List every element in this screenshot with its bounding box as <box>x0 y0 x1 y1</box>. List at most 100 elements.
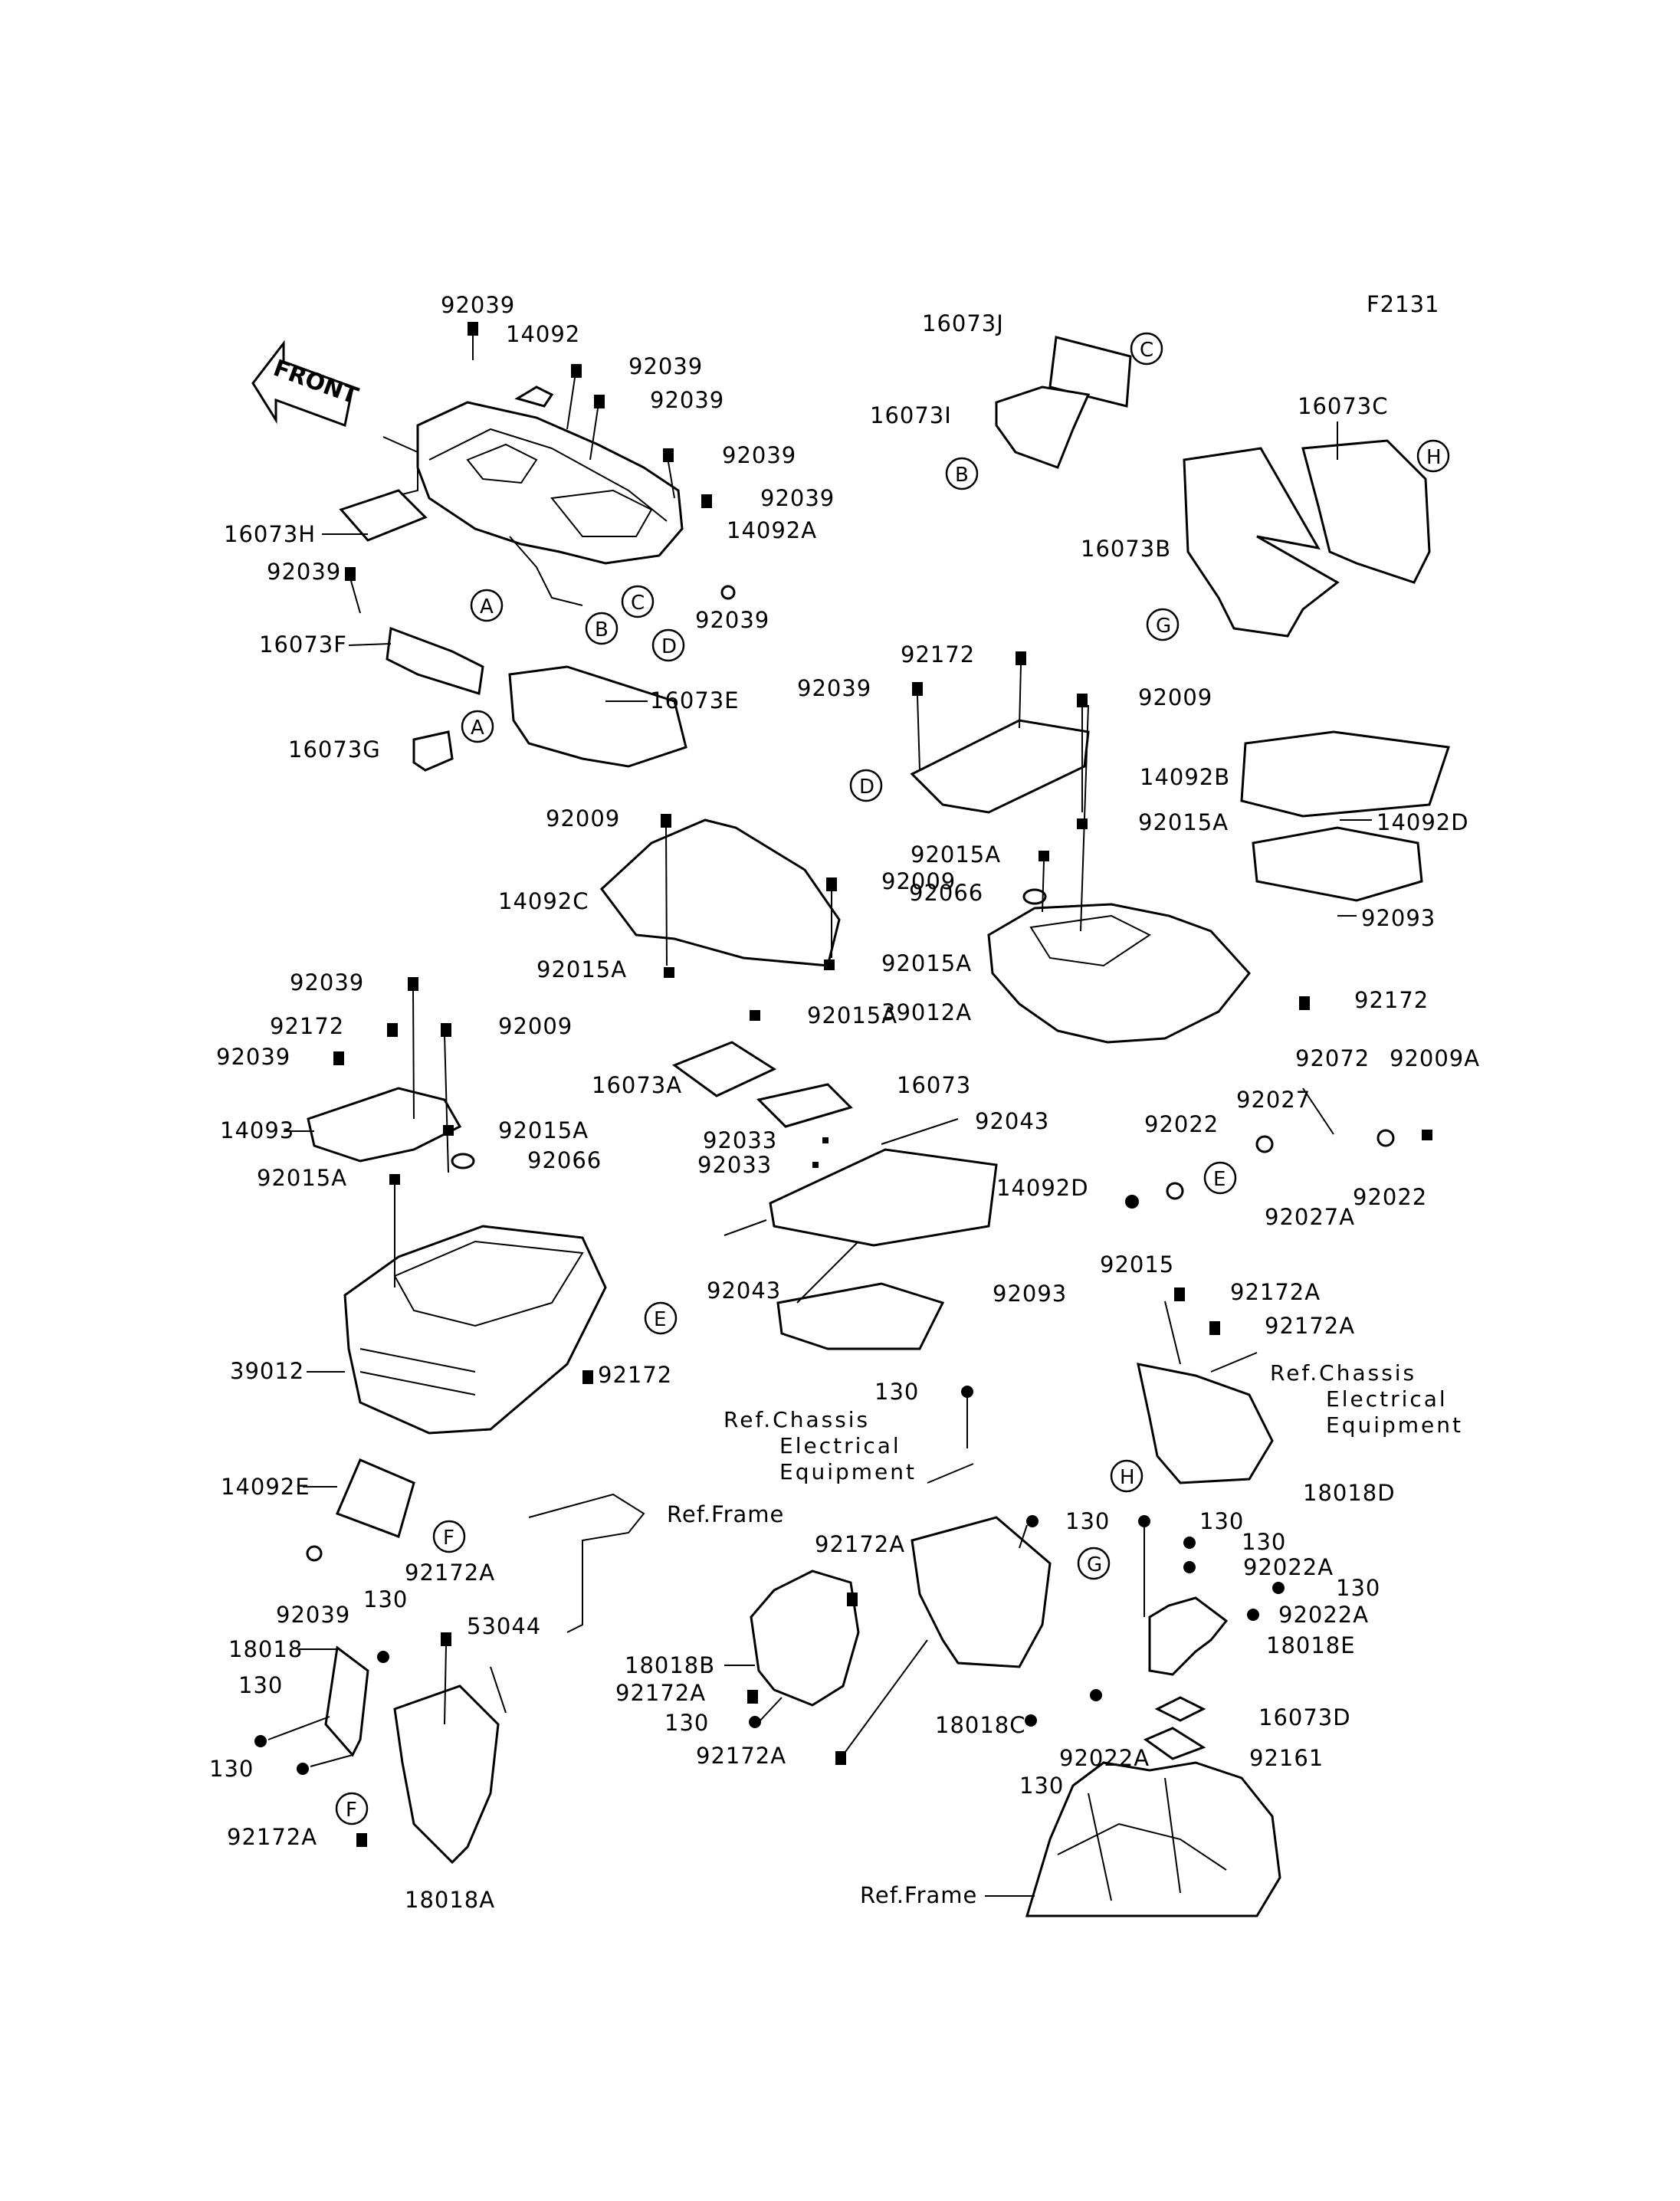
label-14092C: 14092C <box>498 888 589 914</box>
nut-icon <box>1125 1195 1139 1209</box>
label-92039-a: 92039 <box>628 353 703 379</box>
svg-text:Equipment: Equipment <box>779 1459 917 1484</box>
label-92039-h: 92039 <box>290 969 364 996</box>
svg-text:F: F <box>443 1527 454 1550</box>
label-18018E: 18018E <box>1266 1632 1356 1658</box>
strap-icon <box>927 1463 974 1484</box>
label-92093-a: 92093 <box>1361 905 1436 931</box>
ref-chassis-2: Ref.Chassis Electrical Equipment <box>724 1407 917 1484</box>
label-16073C: 16073C <box>1298 393 1389 419</box>
washer-icon <box>1166 1182 1184 1200</box>
part-18018E <box>1148 1596 1229 1676</box>
bolt-icon <box>1174 1287 1185 1301</box>
part-16073J <box>1048 336 1132 408</box>
bolt-icon <box>664 967 674 978</box>
part-16073G <box>412 730 454 772</box>
spring-92072 <box>1302 1087 1334 1135</box>
label-ref-frame-2: Ref.Frame <box>860 1882 977 1908</box>
label-130-h: 130 <box>1242 1529 1286 1555</box>
part-18018 <box>324 1645 369 1757</box>
bolt-icon <box>306 1545 323 1562</box>
label-130-g: 130 <box>1199 1508 1244 1534</box>
panel-assembly <box>382 401 684 606</box>
label-ref-frame-1: Ref.Frame <box>667 1501 784 1527</box>
label-18018D: 18018D <box>1303 1480 1396 1506</box>
label-92015A-c: 92015A <box>536 956 627 982</box>
bolt-icon <box>812 1162 819 1168</box>
part-16073F <box>386 626 484 695</box>
label-92172-b: 92172 <box>1354 987 1429 1013</box>
callout-B-2: B <box>945 457 979 490</box>
label-92161: 92161 <box>1249 1745 1324 1771</box>
label-92015A-a: 92015A <box>1138 809 1229 835</box>
part-16073D <box>1154 1696 1206 1722</box>
svg-text:E: E <box>654 1308 666 1331</box>
rod-92043 <box>881 1118 959 1145</box>
callout-B: B <box>585 612 619 645</box>
part-92161 <box>1143 1727 1206 1760</box>
svg-text:G: G <box>1156 615 1171 638</box>
label-92172-c: 92172 <box>270 1013 344 1039</box>
label-39012A: 39012A <box>881 999 972 1025</box>
label-92039-top: 92039 <box>441 292 515 318</box>
label-92009-b: 92009 <box>546 805 620 832</box>
label-92022A-b: 92022A <box>1278 1602 1369 1628</box>
label-92172A-b: 92172A <box>1265 1313 1355 1339</box>
callout-G: G <box>1146 608 1180 641</box>
grommet-icon <box>451 1153 475 1169</box>
label-16073F: 16073F <box>259 631 347 658</box>
callout-C: C <box>621 585 655 618</box>
part-18018C <box>911 1516 1052 1668</box>
callout-A-2: A <box>461 710 494 743</box>
label-92039-e: 92039 <box>267 559 341 585</box>
part-18018D <box>1137 1363 1274 1484</box>
label-92066-b: 92066 <box>527 1147 602 1173</box>
label-92009-c: 92009 <box>881 868 956 894</box>
label-92039-b: 92039 <box>650 387 724 413</box>
svg-text:A: A <box>471 717 484 740</box>
label-92015: 92015 <box>1100 1251 1174 1278</box>
label-53044: 53044 <box>467 1613 541 1639</box>
bolt-icon <box>1077 694 1088 707</box>
svg-text:C: C <box>631 592 645 615</box>
bolt-icon <box>254 1735 267 1747</box>
part-14092D-mid <box>769 1148 998 1247</box>
bolt-icon <box>1090 1689 1102 1701</box>
label-92015A-f: 92015A <box>498 1117 589 1143</box>
bolt-icon <box>847 1593 858 1606</box>
part-14092E <box>336 1458 415 1538</box>
bolt-icon <box>912 682 923 696</box>
rod-92043 <box>724 1219 767 1236</box>
ref-frame-assembly <box>1025 1761 1281 1917</box>
label-92009A: 92009A <box>1390 1045 1480 1071</box>
label-130-d: 130 <box>209 1756 254 1782</box>
part-16073H <box>339 489 428 542</box>
bolt-icon <box>1299 996 1310 1010</box>
part-14092D-top <box>1240 730 1450 818</box>
label-92009-a: 92009 <box>1138 684 1212 710</box>
svg-text:Electrical: Electrical <box>1326 1386 1448 1412</box>
part-92093-top <box>1252 826 1423 902</box>
label-92027A: 92027A <box>1265 1204 1355 1230</box>
bolt-icon <box>661 814 671 828</box>
bolt-icon <box>468 322 478 336</box>
label-16073J: 16073J <box>922 310 1004 336</box>
bolt-icon <box>297 1763 309 1775</box>
bolt-icon <box>1209 1321 1220 1335</box>
part-14092 <box>514 385 554 408</box>
bolt-icon <box>750 1010 760 1021</box>
label-92039-c: 92039 <box>722 442 796 468</box>
callout-G-2: G <box>1077 1547 1111 1580</box>
label-130-i: 130 <box>1336 1575 1380 1601</box>
bolt-icon <box>594 395 605 408</box>
label-92039-i: 92039 <box>216 1044 290 1070</box>
label-18018: 18018 <box>228 1636 303 1662</box>
bolt-icon <box>408 977 418 991</box>
svg-text:Ref.Chassis: Ref.Chassis <box>724 1407 870 1432</box>
svg-text:C: C <box>1140 339 1153 362</box>
bolt-icon <box>749 1716 761 1728</box>
bolt-icon <box>1183 1561 1196 1573</box>
washer-icon <box>1255 1135 1274 1153</box>
bolt-icon <box>345 567 356 581</box>
label-16073I: 16073I <box>870 402 952 428</box>
